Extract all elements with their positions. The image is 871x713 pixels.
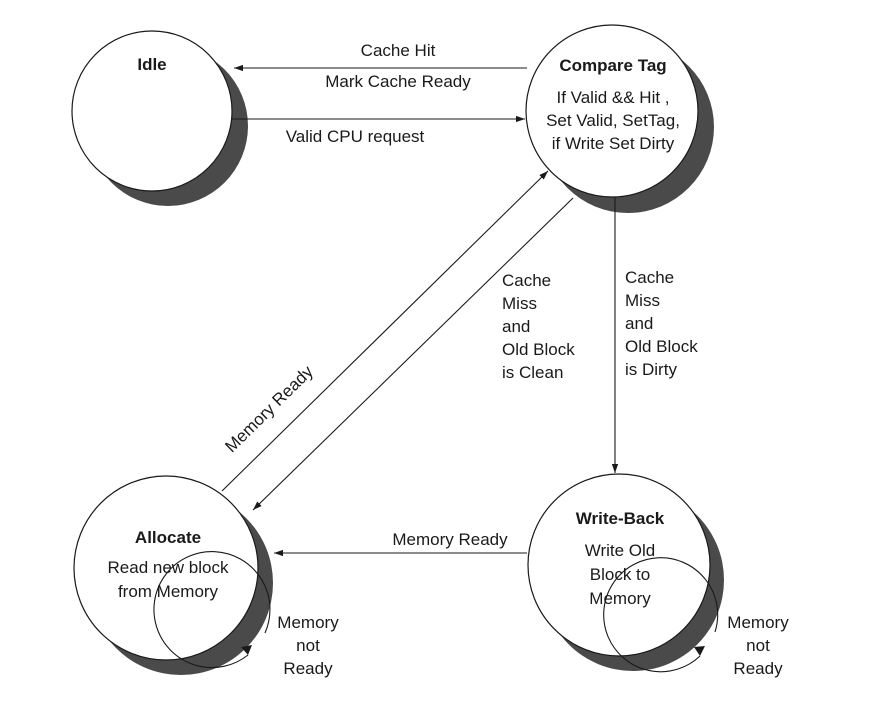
edge-cache-hit-label-2: Mark Cache Ready — [325, 72, 471, 91]
edge-write-back-memory-ready-label: Memory Ready — [392, 530, 508, 549]
state-write-back-circle — [527, 473, 711, 657]
loop-write-back-path — [603, 557, 719, 673]
loop-allocate-memory-not-ready: Memory not Ready — [153, 551, 339, 678]
loop-write-back-label-1: Memory — [727, 613, 789, 632]
state-compare-tag-title: Compare Tag — [559, 56, 666, 75]
edge-miss-dirty-label-4: Old Block — [625, 337, 698, 356]
edge-allocate-memory-ready: Memory Ready — [221, 170, 549, 492]
loop-allocate-label-1: Memory — [277, 613, 339, 632]
state-idle-circle — [71, 30, 233, 192]
loop-allocate-label-3: Ready — [283, 659, 333, 678]
state-compare-tag-line-3: if Write Set Dirty — [552, 134, 675, 153]
state-allocate-title: Allocate — [135, 528, 201, 547]
edge-miss-dirty-label-3: and — [625, 314, 653, 333]
state-compare-tag: Compare Tag If Valid && Hit , Set Valid,… — [525, 24, 714, 213]
loop-allocate-path — [153, 551, 271, 669]
state-write-back-line-1: Write Old — [585, 541, 656, 560]
edge-miss-clean-label-1: Cache — [502, 271, 551, 290]
edge-cache-hit-label-1: Cache Hit — [361, 41, 436, 60]
edge-write-back-memory-ready: Memory Ready — [274, 530, 527, 557]
loop-allocate-arrowhead — [241, 645, 252, 655]
state-allocate-line-1: Read new block — [108, 558, 229, 577]
state-compare-tag-circle — [525, 24, 699, 198]
edge-allocate-memory-ready-label: Memory Ready — [221, 362, 317, 457]
edge-miss-clean-label-2: Miss — [502, 294, 537, 313]
edge-miss-clean-label-4: Old Block — [502, 340, 575, 359]
state-compare-tag-line-2: Set Valid, SetTag, — [546, 111, 680, 130]
edge-allocate-memory-ready-line — [221, 170, 549, 492]
edge-miss-clean-label-5: is Clean — [502, 363, 563, 382]
state-idle: Idle — [71, 30, 248, 206]
state-allocate: Allocate Read new block from Memory — [73, 475, 273, 675]
loop-allocate-label-2: not — [296, 636, 320, 655]
state-idle-title: Idle — [137, 55, 166, 74]
edge-valid-cpu-request: Valid CPU request — [232, 115, 525, 146]
edge-miss-dirty-label-5: is Dirty — [625, 360, 677, 379]
loop-write-back-label-2: not — [746, 636, 770, 655]
state-compare-tag-line-1: If Valid && Hit , — [556, 88, 669, 107]
loop-write-back-memory-not-ready: Memory not Ready — [603, 557, 789, 678]
edge-valid-cpu-request-label: Valid CPU request — [286, 127, 425, 146]
state-write-back-line-3: Memory — [589, 589, 651, 608]
state-write-back-title: Write-Back — [576, 509, 665, 528]
state-allocate-circle — [73, 475, 259, 661]
edge-miss-dirty-label-2: Miss — [625, 291, 660, 310]
edge-miss-dirty-label-1: Cache — [625, 268, 674, 287]
edge-miss-clean-line — [252, 197, 574, 511]
edge-miss-dirty: Cache Miss and Old Block is Dirty — [611, 197, 698, 473]
edge-miss-clean-label-3: and — [502, 317, 530, 336]
edge-miss-clean: Cache Miss and Old Block is Clean — [252, 197, 575, 511]
edge-cache-hit: Cache Hit Mark Cache Ready — [234, 41, 527, 91]
loop-write-back-label-3: Ready — [733, 659, 783, 678]
state-allocate-line-2: from Memory — [118, 582, 219, 601]
state-write-back: Write-Back Write Old Block to Memory — [527, 473, 724, 671]
loop-write-back-arrowhead — [694, 646, 705, 656]
